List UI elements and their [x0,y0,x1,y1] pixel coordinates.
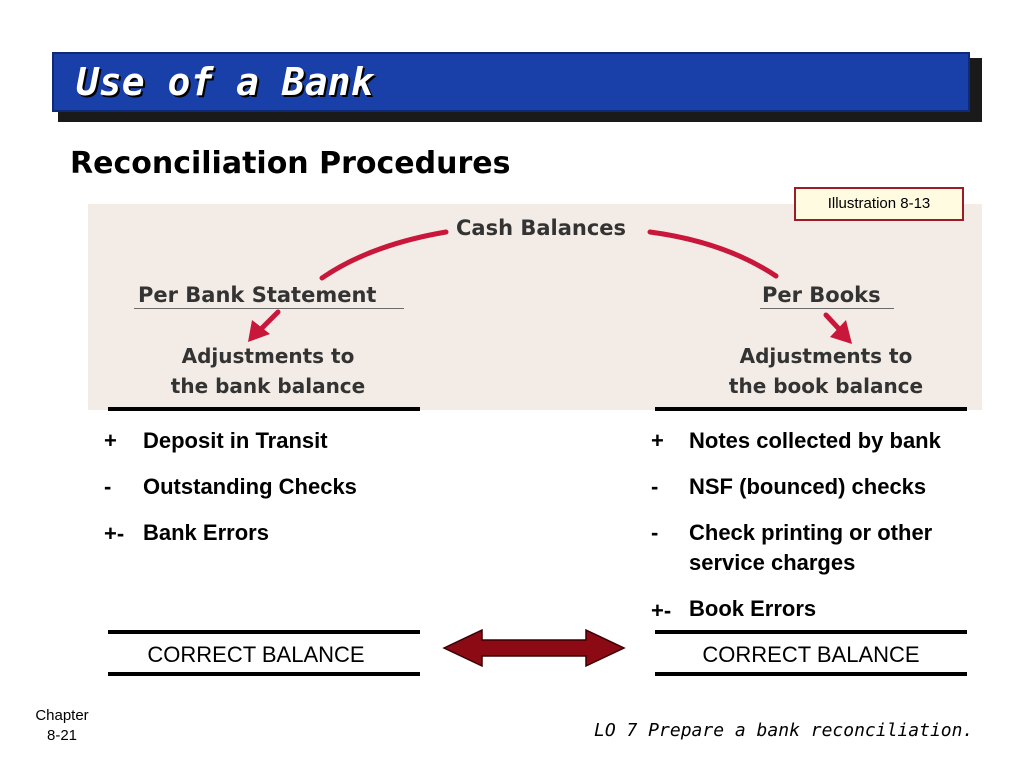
illustration-label: Illustration 8-13 [794,187,964,221]
chapter-line1: Chapter [35,707,89,724]
book-item-continued: service charges [689,550,856,575]
bank-top-rule [108,407,420,411]
per-bank-underline [134,308,404,309]
title-bar [52,52,970,112]
bank-correct-top-rule [108,630,420,634]
learning-objective: LO 7 Prepare a bank reconciliation. [594,720,974,741]
book-item-sign: + [651,428,664,453]
book-item-sign: - [651,474,659,499]
bank-correct-bottom-rule [108,672,420,676]
book-item: Notes collected by bank [689,428,941,453]
bank-adjustments-line2: the bank balance [170,374,366,398]
book-correct-balance: CORRECT BALANCE [702,642,920,667]
bank-item-sign: + [104,428,117,453]
chapter-line2: 8-21 [46,727,78,744]
bank-adjustments-line1: Adjustments to [181,344,355,368]
book-correct-bottom-rule [655,672,967,676]
per-books-label: Per Books [762,283,881,307]
per-books-underline [760,308,894,309]
bank-item: Bank Errors [143,520,269,545]
illustration-panel [88,204,982,410]
bank-item: Deposit in Transit [143,428,328,453]
cash-balances-label: Cash Balances [456,216,627,240]
bank-correct-balance: CORRECT BALANCE [147,642,365,667]
book-item: Book Errors [689,596,817,621]
slide-subtitle: Reconciliation Procedures [70,146,511,181]
book-top-rule [655,407,967,411]
book-adjustments-line2: the book balance [728,374,924,398]
bank-adjustments-label: Adjustments to the bank balance [156,341,380,401]
per-bank-statement-label: Per Bank Statement [138,283,377,307]
chapter-label: Chapter 8-21 [22,706,102,746]
bank-item-sign: +- [104,521,125,546]
book-item: NSF (bounced) checks [689,474,927,499]
bank-item: Outstanding Checks [143,474,357,499]
bank-item-sign: - [104,474,112,499]
book-item-sign: - [651,520,659,545]
book-item-sign: +- [651,598,672,623]
book-item: Check printing or other [689,520,933,545]
book-adjustments-line1: Adjustments to [739,344,913,368]
slide-title: Use of a Bank [76,60,374,104]
book-correct-top-rule [655,630,967,634]
book-adjustments-label: Adjustments to the book balance [708,341,944,401]
double-arrow [442,628,626,668]
